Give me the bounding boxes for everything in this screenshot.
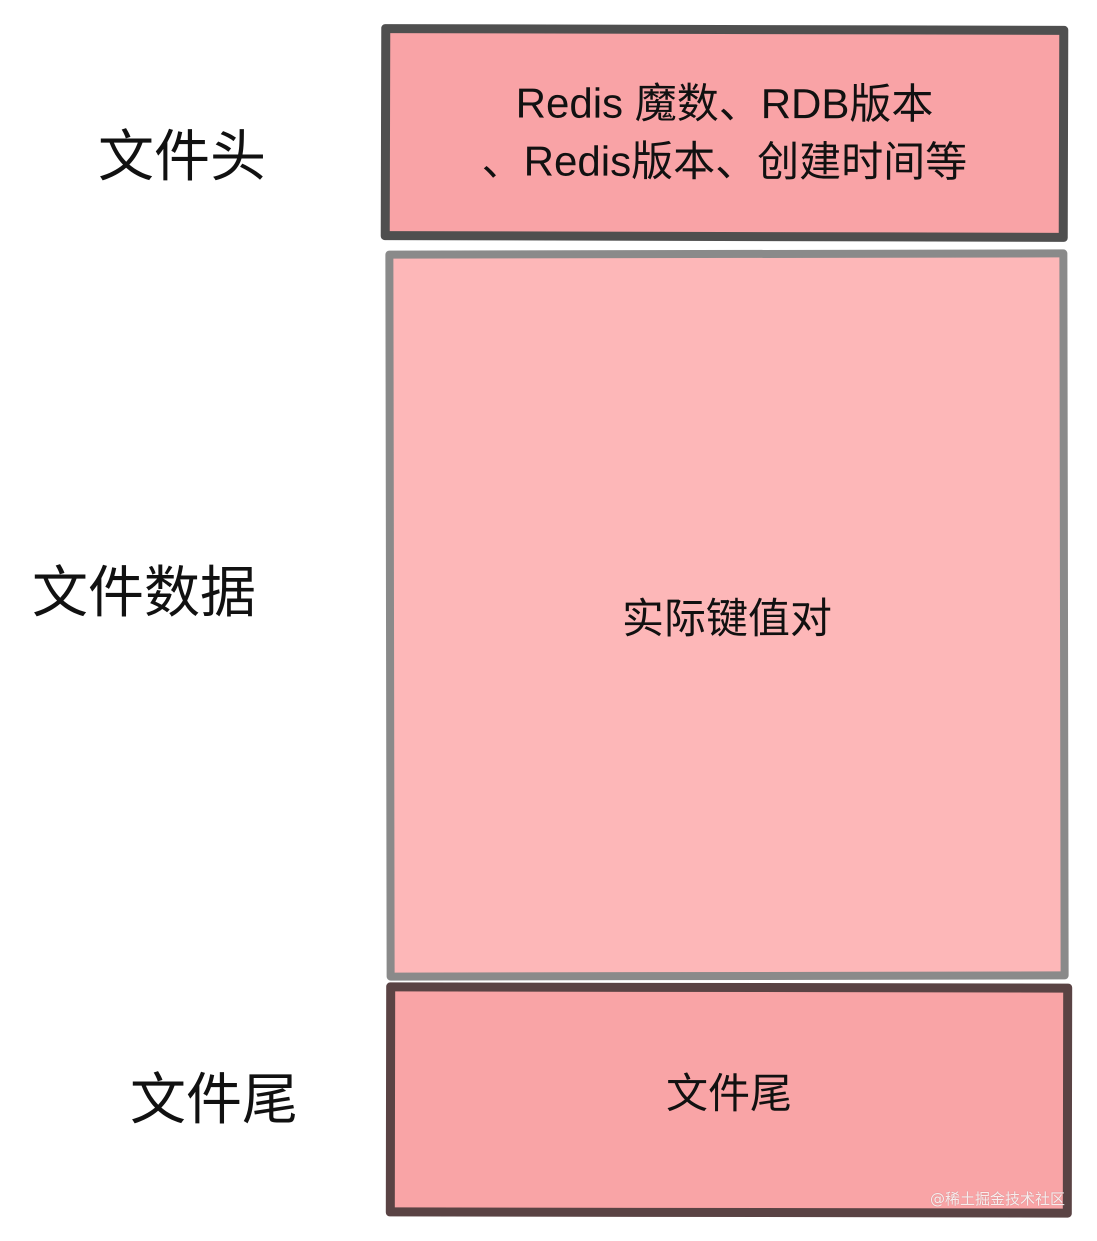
header-block-line-1: Redis 魔数、RDB版本: [515, 79, 934, 128]
header-block: Redis 魔数、RDB版本 、Redis版本、创建时间等: [380, 24, 1069, 242]
label-file-data: 文件数据: [32, 561, 256, 626]
header-block-line-2: 、Redis版本、创建时间等: [481, 137, 968, 186]
data-block: 实际键值对: [385, 249, 1069, 981]
footer-block: 文件尾: [385, 982, 1073, 1218]
watermark: @稀土掘金技术社区: [929, 1190, 1065, 1208]
data-block-text: 实际键值对: [621, 593, 833, 643]
label-file-header: 文件头: [98, 125, 266, 190]
header-block-text: Redis 魔数、RDB版本 、Redis版本、创建时间等: [452, 74, 998, 191]
label-file-footer: 文件尾: [130, 1068, 298, 1133]
footer-block-text: 文件尾: [665, 1068, 793, 1118]
